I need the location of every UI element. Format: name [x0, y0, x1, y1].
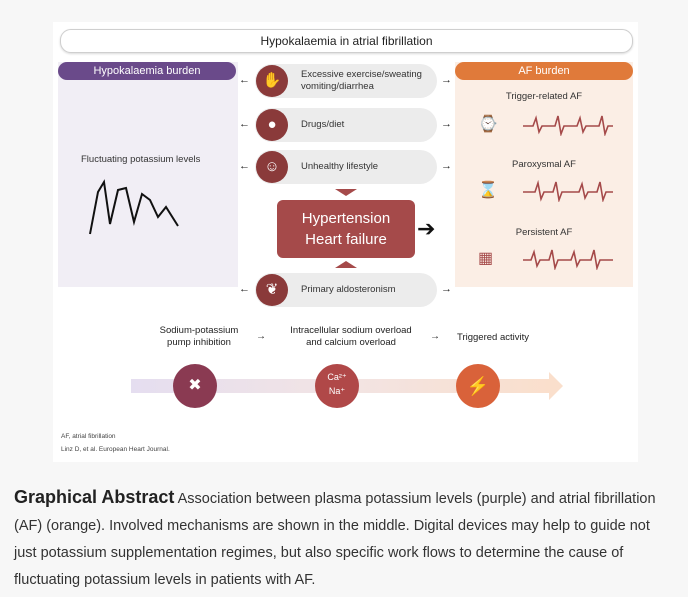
watch-icon: ⌚	[478, 116, 498, 133]
pump-inhibition-icon: ✖	[173, 364, 217, 408]
fluctuating-label: Fluctuating potassium levels	[81, 154, 201, 165]
af-item-label-trigger: Trigger-related AF	[505, 91, 583, 102]
mechanism-overload-label: Intracellular sodium overload and calciu…	[271, 325, 431, 349]
cause-text: Drugs/diet	[301, 118, 345, 130]
mechanism-pump-label: Sodium-potassium pump inhibition	[139, 325, 259, 349]
ecg-trace-icon	[523, 180, 613, 202]
cause-text: Excessive exercise/sweating vomiting/dia…	[301, 68, 422, 92]
exercise-icon: ✋	[256, 65, 288, 97]
hypokalaemia-panel: Hypokalaemia burden Fluctuating potassiu…	[58, 62, 238, 287]
up-triangle-icon	[335, 261, 357, 268]
caption-text: Association between plasma potassium lev…	[14, 491, 656, 588]
right-arrow-icon: →	[441, 74, 452, 86]
hourglass-icon: ⌛	[478, 182, 498, 199]
right-arrow-icon: →	[430, 331, 440, 342]
left-arrow-icon: ←	[239, 160, 250, 172]
cause-row-drugs: ● Drugs/diet	[255, 108, 437, 142]
kidney-icon: ❦	[256, 274, 288, 306]
cause-row-aldosteronism: ❦ Primary aldosteronism	[255, 273, 437, 307]
hypokalaemia-header: Hypokalaemia burden	[58, 62, 236, 80]
pill-icon: ●	[256, 109, 288, 141]
left-arrow-icon: ←	[239, 118, 250, 130]
ion-overload-icon: Ca²⁺ Na⁺	[315, 364, 359, 408]
figure-title: Hypokalaemia in atrial fibrillation	[60, 29, 633, 53]
af-item-label-paroxysmal: Paroxysmal AF	[512, 159, 576, 170]
na-ion-label: Na⁺	[328, 386, 346, 396]
mechanism-line: and calcium overload	[306, 336, 396, 348]
ecg-trace-icon	[523, 115, 613, 136]
footnote-abbreviation: AF, atrial fibrillation	[61, 433, 116, 440]
af-header: AF burden	[455, 62, 633, 80]
mechanism-line: Intracellular sodium overload	[290, 325, 412, 336]
down-triangle-icon	[335, 189, 357, 196]
mechanism-triggered-label: Triggered activity	[443, 332, 543, 344]
hypertension-heart-failure-box: Hypertension Heart failure	[277, 200, 415, 258]
right-arrow-icon: →	[441, 283, 452, 295]
person-icon: ☺	[256, 151, 288, 183]
cause-text: Unhealthy lifestyle	[301, 160, 379, 172]
left-arrow-icon: ←	[239, 74, 250, 86]
caption-title: Graphical Abstract	[14, 487, 175, 507]
graphical-abstract-figure: Hypokalaemia in atrial fibrillation Hypo…	[53, 22, 638, 462]
right-arrow-icon: →	[256, 331, 266, 342]
mechanism-line: Triggered activity	[457, 332, 529, 343]
main-box-line1: Hypertension	[301, 210, 391, 227]
lightning-icon: ⚡	[456, 364, 500, 408]
cause-text: Primary aldosteronism	[301, 283, 396, 295]
left-arrow-icon: ←	[239, 283, 250, 295]
calendar-icon: ▦	[478, 250, 494, 267]
potassium-wave-icon	[89, 179, 179, 235]
figure-caption: Graphical Abstract Association between p…	[14, 484, 674, 594]
cause-row-lifestyle: ☺ Unhealthy lifestyle	[255, 150, 437, 184]
af-item-label-persistent: Persistent AF	[515, 227, 573, 238]
right-arrow-icon: →	[441, 118, 452, 130]
big-right-arrow-icon: ➔	[417, 216, 436, 241]
ecg-trace-icon	[523, 249, 613, 270]
mechanism-line: Sodium-potassium	[159, 325, 239, 336]
footnote-citation: Linz D, et al. European Heart Journal.	[61, 446, 170, 453]
ca-ion-label: Ca²⁺	[327, 372, 347, 382]
main-box-line2: Heart failure	[305, 231, 387, 248]
right-arrow-icon: →	[441, 160, 452, 172]
band-arrowhead-icon	[549, 372, 563, 400]
af-panel: AF burden	[455, 62, 633, 287]
mechanism-line: pump inhibition	[167, 336, 231, 348]
cause-row-exercise: ✋ Excessive exercise/sweating vomiting/d…	[255, 64, 437, 98]
